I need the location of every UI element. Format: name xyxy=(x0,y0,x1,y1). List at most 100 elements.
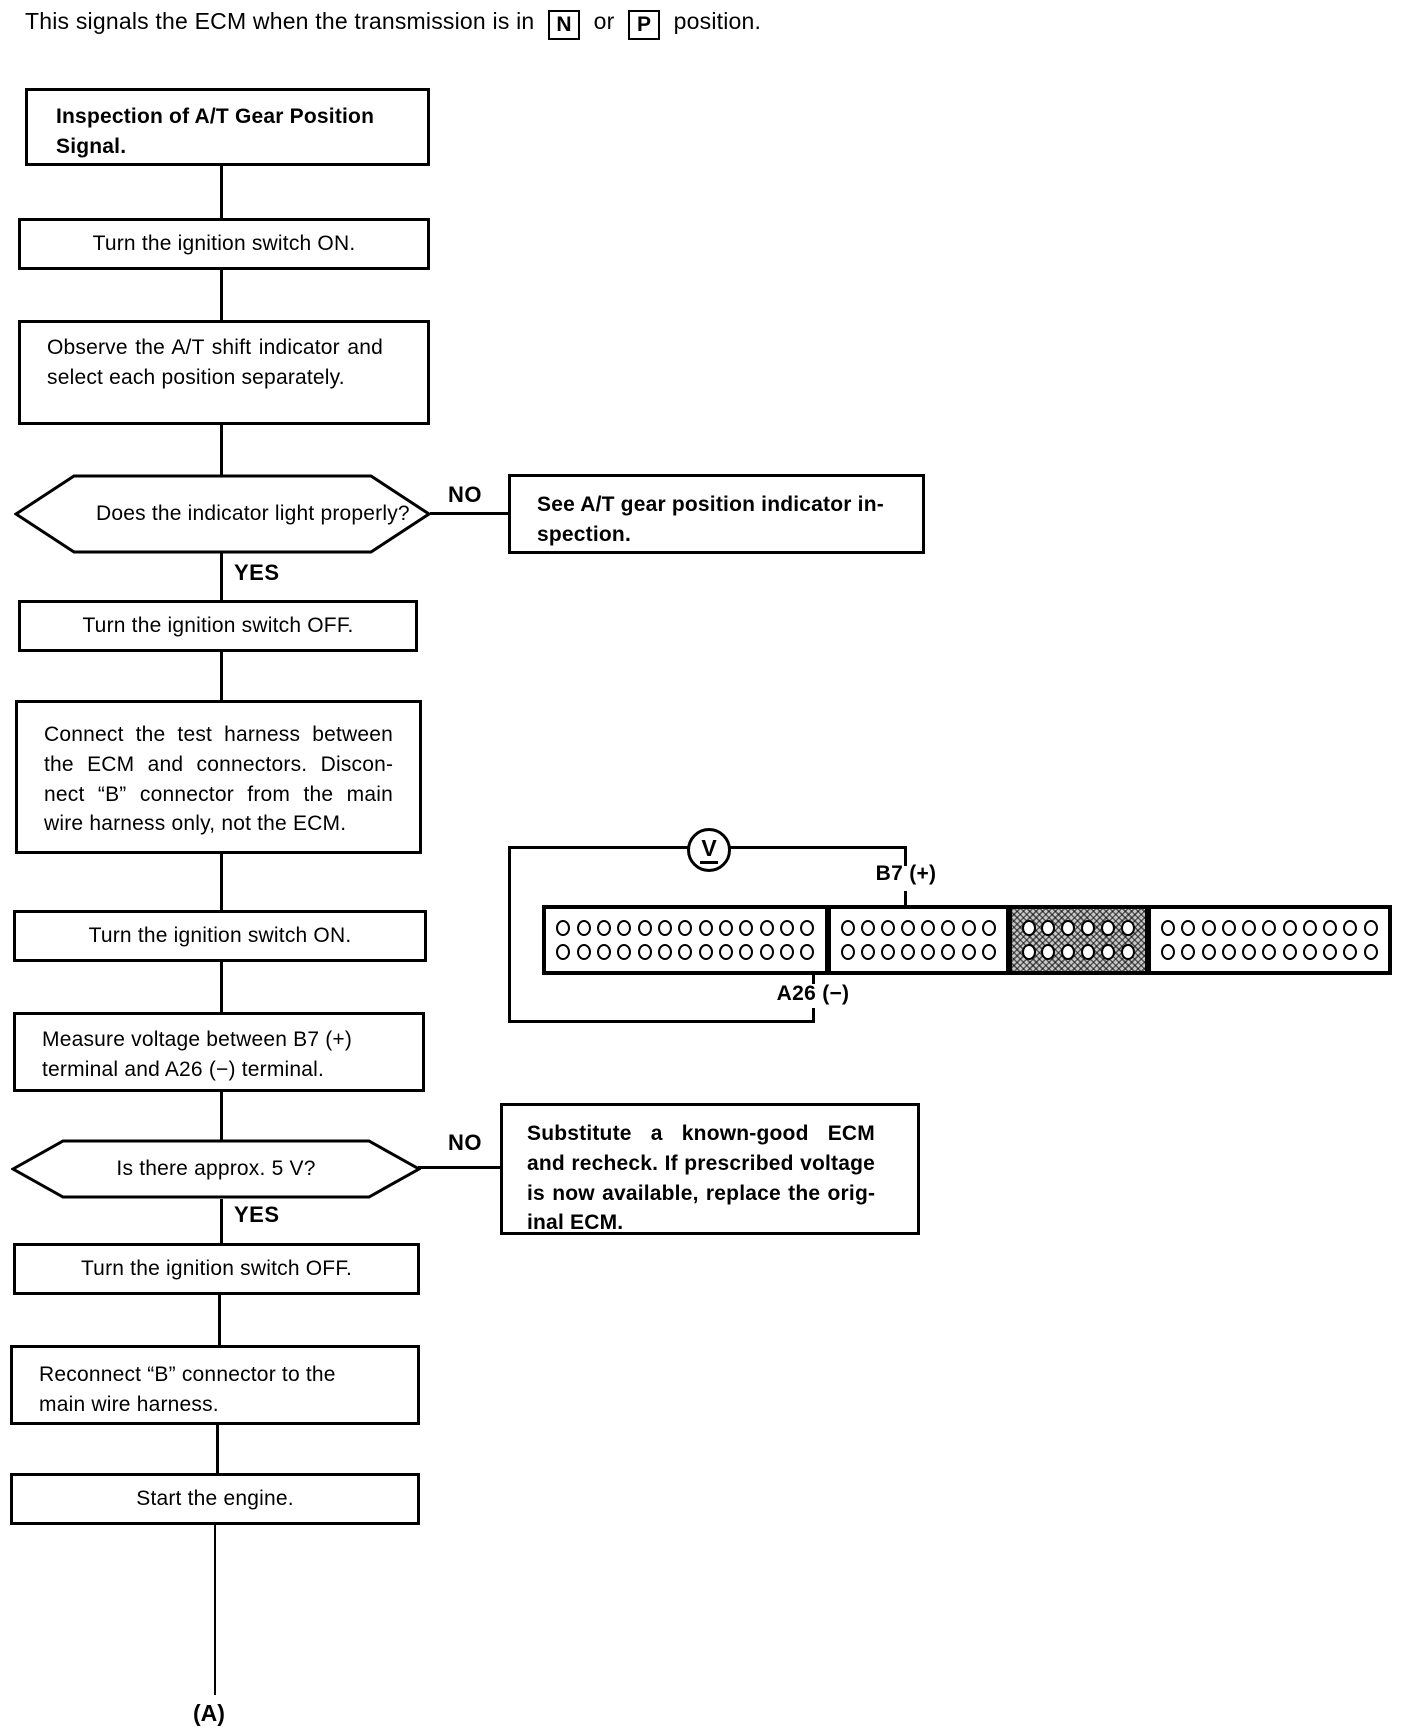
intro-text-after: position. xyxy=(673,8,762,34)
connector-pin xyxy=(1120,919,1135,936)
ecm-connector-section-b xyxy=(830,909,1006,971)
decision-indicator-light: Does the indicator light properly? xyxy=(14,474,431,554)
flow-connector-line xyxy=(220,553,223,600)
branch-see-inspection-box: See A/T gear position indicator in­spect… xyxy=(508,474,925,554)
connector-pin xyxy=(1262,919,1277,936)
connector-pin xyxy=(597,919,612,936)
intro-text-before: This signals the ECM when the transmissi… xyxy=(25,8,535,34)
connector-pin xyxy=(556,919,571,936)
connector-pin xyxy=(881,919,896,936)
ecm-connector-section-d xyxy=(1150,909,1388,971)
hexagon-shape xyxy=(14,474,431,554)
flow-connector-line xyxy=(220,1092,223,1140)
ecm-connector-section-a xyxy=(546,909,825,971)
connector-pin xyxy=(678,944,693,961)
connector-pin xyxy=(921,944,936,961)
meter-wire-left xyxy=(508,846,511,1023)
connector-pin xyxy=(719,944,734,961)
connector-pin xyxy=(1041,919,1056,936)
connector-pin xyxy=(678,919,693,936)
flow-connector-line xyxy=(218,1295,221,1345)
connector-pin xyxy=(1201,944,1216,961)
no-branch-line-1 xyxy=(430,512,510,515)
connector-pin-row xyxy=(1155,919,1384,936)
flow-step-ignition-off-2: Turn the ignition switch OFF. xyxy=(13,1243,420,1295)
connector-pin xyxy=(1061,919,1076,936)
intro-or-text: or xyxy=(593,8,615,34)
flow-connector-line xyxy=(220,962,223,1012)
connector-pin xyxy=(759,919,774,936)
connector-pin xyxy=(800,919,815,936)
decision-voltage-5v: Is there approx. 5 V? xyxy=(11,1139,421,1199)
connector-pin xyxy=(1061,944,1076,961)
connector-divider xyxy=(1005,909,1012,971)
connector-pin xyxy=(1242,919,1257,936)
connector-pin xyxy=(1021,944,1036,961)
connector-pin xyxy=(1081,944,1096,961)
connector-pin xyxy=(1100,919,1115,936)
connector-pin xyxy=(698,944,713,961)
voltmeter-icon: V xyxy=(687,828,731,872)
connector-pin xyxy=(901,944,916,961)
connector-pin xyxy=(556,944,571,961)
gear-position-p-box: P xyxy=(628,10,661,40)
flow-connector-line xyxy=(220,166,223,218)
connector-pin-row xyxy=(1155,944,1384,961)
yes-label-1: YES xyxy=(234,560,280,585)
no-label-1: NO xyxy=(448,482,482,507)
connector-pin xyxy=(637,944,652,961)
flow-step-start-engine: Start the engine. xyxy=(10,1473,420,1525)
connector-pin xyxy=(961,919,976,936)
connector-pin xyxy=(1282,944,1297,961)
connector-pin xyxy=(1302,919,1317,936)
connector-pin xyxy=(1201,919,1216,936)
connector-pin xyxy=(617,919,632,936)
connector-pin xyxy=(1181,944,1196,961)
flow-connector-line xyxy=(220,652,223,700)
connector-pin xyxy=(1021,919,1036,936)
connector-pin xyxy=(739,919,754,936)
meter-wire-bottom xyxy=(508,1020,815,1023)
voltmeter-v-glyph: V xyxy=(700,836,718,864)
connector-pin xyxy=(576,919,591,936)
connector-pin-row xyxy=(835,944,1002,961)
flow-step-ignition-on-1: Turn the ignition switch ON. xyxy=(18,218,430,270)
decision-voltage-5v-text: Is there approx. 5 V? xyxy=(116,1157,316,1181)
connector-pin xyxy=(1323,919,1338,936)
connector-pin xyxy=(981,944,996,961)
connector-pin xyxy=(1161,944,1175,961)
flow-connector-line xyxy=(220,270,223,320)
connector-pin xyxy=(941,919,956,936)
connector-pin xyxy=(841,919,856,936)
connector-pin xyxy=(759,944,774,961)
connector-pin xyxy=(658,944,673,961)
connector-divider xyxy=(824,909,831,971)
connector-pin xyxy=(1363,944,1378,961)
connector-divider xyxy=(1144,909,1151,971)
connector-pin xyxy=(1081,919,1096,936)
connector-pin xyxy=(1262,944,1277,961)
branch-substitute-ecm-box: Substitute a known-good ECM and recheck.… xyxy=(500,1103,920,1235)
ecm-connector-block xyxy=(542,905,1392,975)
connector-pin xyxy=(597,944,612,961)
connector-pin xyxy=(719,919,734,936)
no-branch-line-2 xyxy=(418,1166,500,1169)
flow-connector-line xyxy=(220,854,223,910)
connector-pin xyxy=(1161,919,1175,936)
flow-step-connect-harness: Connect the test harness between the ECM… xyxy=(15,700,422,854)
connector-pin xyxy=(1282,919,1297,936)
connector-pin xyxy=(1041,944,1056,961)
flow-connector-line xyxy=(220,1199,223,1243)
connector-pin xyxy=(1221,944,1236,961)
flow-connector-line xyxy=(214,1525,216,1695)
connector-pin xyxy=(1242,944,1257,961)
flow-step-observe-indicator: Observe the A/T shift indicator and sele… xyxy=(18,320,430,425)
connector-pin xyxy=(1363,919,1378,936)
connector-pin xyxy=(698,919,713,936)
connector-pin xyxy=(637,919,652,936)
flow-step-measure-voltage: Measure voltage between B7 (+) terminal … xyxy=(13,1012,425,1092)
connector-pin xyxy=(1221,919,1236,936)
connector-pin xyxy=(1302,944,1317,961)
hexagon-shape xyxy=(11,1139,421,1199)
